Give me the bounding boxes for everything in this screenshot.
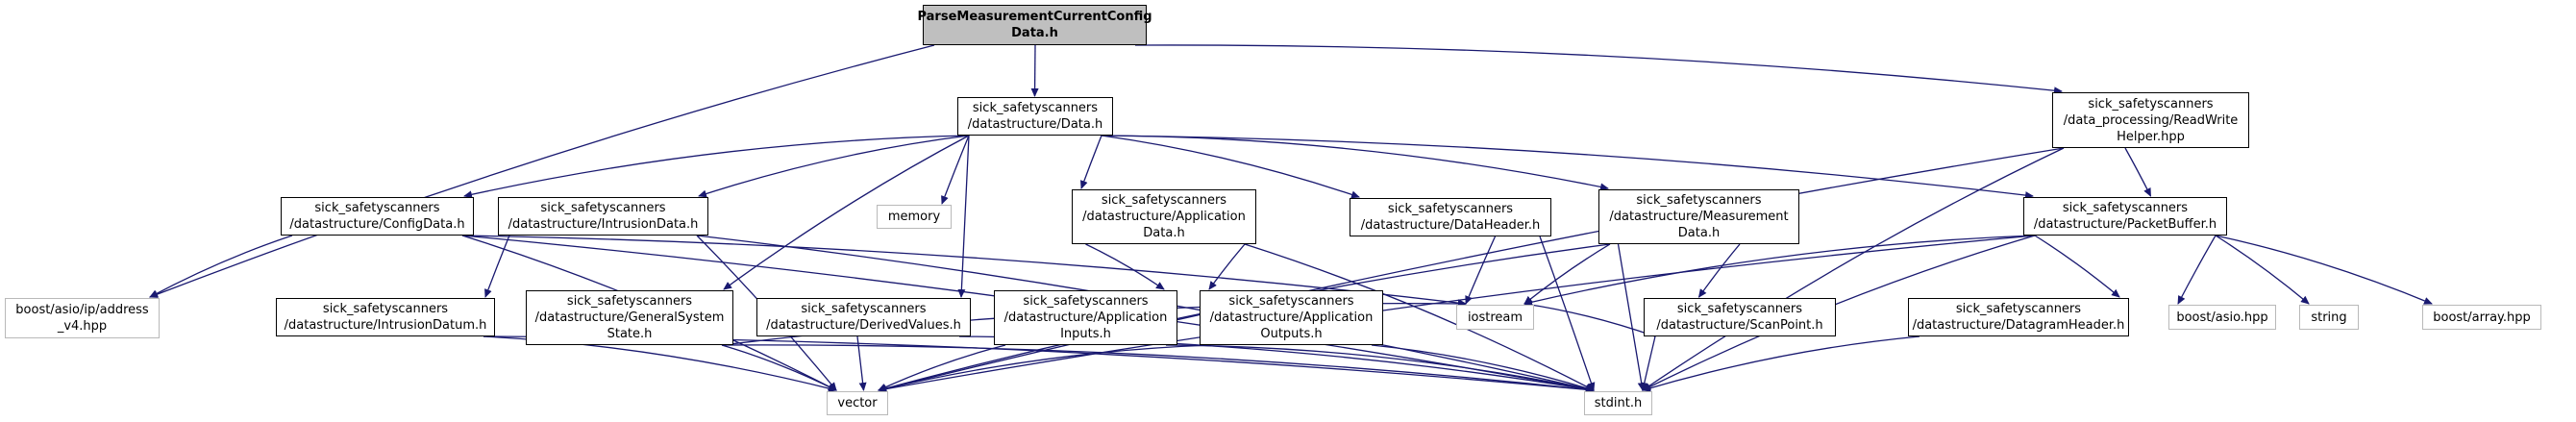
edge-data_h-to-measurement xyxy=(1101,135,1609,191)
edge-app_data-to-app_inputs xyxy=(1085,243,1165,290)
graph-node-intrusion_data[interactable]: sick_safetyscanners /datastructure/Intru… xyxy=(498,197,708,236)
edge-measurement-to-stdint xyxy=(1617,243,1646,391)
edge-main-to-readwrite xyxy=(1134,44,2063,95)
graph-node-string: string xyxy=(2299,305,2359,330)
graph-node-boost_array: boost/array.hpp xyxy=(2422,305,2541,330)
graph-node-memory: memory xyxy=(877,205,952,229)
graph-node-boost_asio: boost/asio.hpp xyxy=(2168,305,2276,330)
graph-node-measurement[interactable]: sick_safetyscanners /datastructure/Measu… xyxy=(1598,189,1799,244)
edge-app_outputs-to-vector xyxy=(878,344,1212,393)
edge-data_h-to-app_data xyxy=(1080,135,1102,189)
edge-intrusion_data-to-intrusion_datum xyxy=(484,235,510,298)
graph-node-config[interactable]: sick_safetyscanners /datastructure/Confi… xyxy=(281,197,474,236)
edge-main-to-address_v4 xyxy=(149,44,935,298)
edge-scanpoint-to-stdint xyxy=(1640,335,1656,391)
graph-node-stdint: stdint.h xyxy=(1584,391,1652,415)
graph-node-intrusion_datum[interactable]: sick_safetyscanners /datastructure/Intru… xyxy=(276,298,495,336)
graph-node-datagram[interactable]: sick_safetyscanners /datastructure/Datag… xyxy=(1908,298,2129,336)
edge-packet-to-boost_asio xyxy=(2177,235,2217,305)
edge-data_h-to-derived xyxy=(957,135,970,298)
graph-node-app_outputs[interactable]: sick_safetyscanners /datastructure/Appli… xyxy=(1200,290,1383,345)
graph-node-main: ParseMeasurementCurrentConfig Data.h xyxy=(917,5,1152,45)
edge-readwrite-to-packet xyxy=(2124,147,2152,197)
graph-node-scanpoint[interactable]: sick_safetyscanners /datastructure/ScanP… xyxy=(1644,298,1836,336)
graph-node-data_header[interactable]: sick_safetyscanners /datastructure/DataH… xyxy=(1350,198,1551,236)
edge-derived-to-vector xyxy=(856,335,867,391)
edge-readwrite-to-vector xyxy=(878,147,2065,392)
graph-node-app_data[interactable]: sick_safetyscanners /datastructure/Appli… xyxy=(1072,189,1256,244)
edge-data_h-to-general xyxy=(723,135,970,290)
graph-node-general[interactable]: sick_safetyscanners /datastructure/Gener… xyxy=(526,290,733,345)
edge-app_data-to-app_outputs xyxy=(1208,243,1246,290)
edge-app_inputs-to-vector xyxy=(878,344,1006,391)
edge-scanpoint-to-iostream xyxy=(1523,301,1656,337)
edge-packet-to-string xyxy=(2215,235,2310,305)
edge-app_outputs-to-stdint xyxy=(1371,344,1595,392)
graph-node-packet[interactable]: sick_safetyscanners /datastructure/Packe… xyxy=(2023,197,2227,236)
edge-packet-to-datagram xyxy=(2034,235,2120,298)
edge-config-to-iostream xyxy=(461,235,1467,308)
graph-node-iostream: iostream xyxy=(1456,305,1534,330)
edge-general-to-stdint xyxy=(721,344,1595,394)
edge-data_header-to-iostream xyxy=(1465,236,1497,305)
graph-node-readwrite[interactable]: sick_safetyscanners /data_processing/Rea… xyxy=(2052,92,2249,148)
edge-data_h-to-memory xyxy=(941,135,970,205)
edge-packet-to-boost_array xyxy=(2215,235,2433,305)
graph-node-address_v4: boost/asio/ip/address _v4.hpp xyxy=(5,298,160,338)
graph-node-app_inputs[interactable]: sick_safetyscanners /datastructure/Appli… xyxy=(994,290,1177,345)
edge-data_h-to-intrusion_data xyxy=(698,135,970,198)
edge-data_h-to-data_header xyxy=(1101,135,1360,199)
edge-measurement-to-iostream xyxy=(1523,243,1611,305)
edge-data_h-to-packet xyxy=(1101,135,2034,200)
edge-general-to-vector xyxy=(721,344,837,391)
graph-node-data_h[interactable]: sick_safetyscanners /datastructure/Data.… xyxy=(957,97,1113,136)
edge-app_data-to-stdint xyxy=(1244,243,1595,391)
edge-data_h-to-config xyxy=(463,135,970,199)
edge-datagram-to-stdint xyxy=(1642,335,1920,392)
edge-packet-to-iostream xyxy=(1523,235,2036,307)
edge-app_inputs-to-stdint xyxy=(1165,344,1595,393)
edge-main-to-data_h xyxy=(1030,44,1039,97)
edge-readwrite-to-stdint xyxy=(1642,147,2065,391)
edge-packet-to-stdint xyxy=(1642,235,2036,391)
graph-node-vector: vector xyxy=(827,391,888,415)
graph-node-derived[interactable]: sick_safetyscanners /datastructure/Deriv… xyxy=(756,298,971,336)
edge-config-to-address_v4 xyxy=(149,235,293,298)
edge-measurement-to-scanpoint xyxy=(1697,243,1741,298)
